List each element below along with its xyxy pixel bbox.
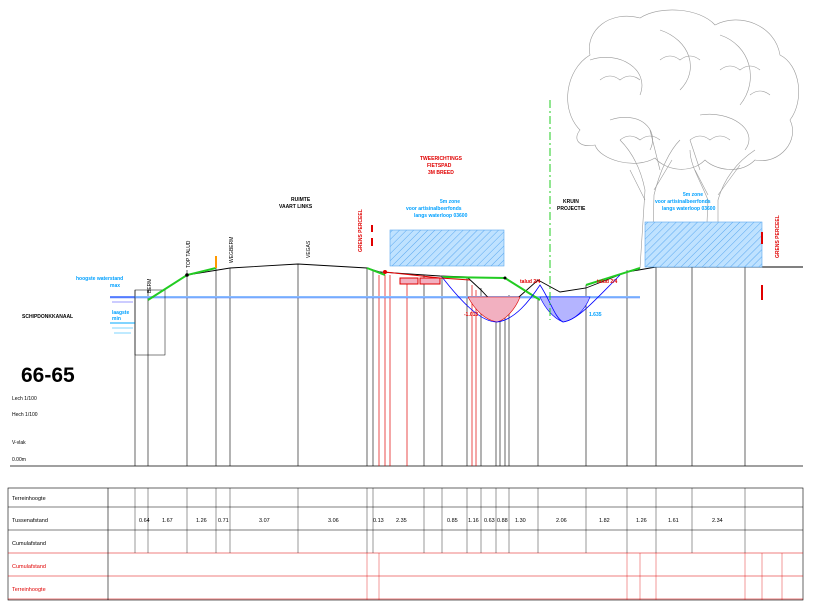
ruimte-label: RUIMTE <box>291 197 311 203</box>
dist-16: 1.26 <box>636 518 647 524</box>
reference-label: V-vlak <box>12 440 26 446</box>
kruin-sub: PROJECTIE <box>557 206 586 212</box>
canal-box <box>134 289 166 356</box>
max-water-value: max <box>110 283 120 289</box>
buffer-right-title: 5m zone <box>683 192 703 198</box>
dist-13: 1.30 <box>515 518 526 524</box>
depth-right-label: 1.635 <box>589 312 602 318</box>
slope-left-label: talud 2/4 <box>520 279 541 285</box>
table-row-label-4: Cumulafstand <box>12 564 46 570</box>
dist-8: 2.35 <box>396 518 407 524</box>
dist-15: 1.82 <box>599 518 610 524</box>
ruimte-sub: VAART LINKS <box>279 204 313 210</box>
min-water-label: laagste <box>112 310 129 316</box>
reference-value: 0.00m <box>12 457 26 463</box>
vertical-label-1: BERM <box>147 279 153 293</box>
table-row-label-5: Terreinhoogte <box>12 587 46 593</box>
dist-17: 1.61 <box>668 518 679 524</box>
proposed-path-red <box>371 225 763 300</box>
red-verticals <box>378 275 477 466</box>
buffer-zone-left <box>389 229 505 267</box>
buffer-left-ref: langs waterloop 03600 <box>414 213 468 219</box>
scale-length: Lech 1/100 <box>12 396 37 402</box>
vertical-label-3: WEGBERM <box>229 237 235 263</box>
max-water-label: hoogste waterstand <box>76 276 123 282</box>
buffer-zone-right <box>644 221 763 268</box>
dist-6: 3.06 <box>328 518 339 524</box>
table-row-label-3: Cumulafstand <box>12 541 46 547</box>
bikepath-width: 3M BREED <box>428 170 454 176</box>
depth-left-label: -1.013 <box>464 312 478 318</box>
canal-label: SCHIPDONKKANAAL <box>22 314 73 320</box>
dist-10: 1.16 <box>468 518 479 524</box>
dist-9: 0.85 <box>447 518 458 524</box>
vertical-label-6: GRENS PERCEEL <box>775 215 781 258</box>
dist-2: 1.67 <box>162 518 173 524</box>
dist-1: 0.64 <box>139 518 150 524</box>
dist-7: 0.13 <box>373 518 384 524</box>
buffer-right-desc: voor artisinalbeerfonds <box>655 199 711 205</box>
buffer-right-ref: langs waterloop 03600 <box>662 206 716 212</box>
min-water-marks <box>110 296 135 334</box>
kruin-label: KRUIN <box>563 199 579 205</box>
ditch-right-water <box>539 296 591 323</box>
dist-3: 1.26 <box>196 518 207 524</box>
bikepath-sub: FIETSPAD <box>427 163 452 169</box>
dist-14: 2.06 <box>556 518 567 524</box>
dist-4: 0.71 <box>218 518 229 524</box>
vertical-label-5: GRENS PERCEEL <box>358 209 364 252</box>
data-table: Terreinhoogte Tussenafstand Cumulafstand… <box>7 487 804 601</box>
buffer-left-desc: voor artisinalbeerfonds <box>406 206 462 212</box>
table-row-label-2: Tussenafstand <box>12 518 48 524</box>
dist-12: 0.88 <box>497 518 508 524</box>
dist-5: 3.07 <box>259 518 270 524</box>
slope-right-label: talud 2/4 <box>597 279 618 285</box>
vertical-label-4: VEGAS <box>306 240 312 258</box>
min-water-value: min <box>112 316 121 322</box>
table-row-label-1: Terreinhoogte <box>12 496 46 502</box>
section-id: 66-65 <box>21 364 75 387</box>
bikepath-title: TWEERICHTINGS <box>420 156 463 162</box>
dist-18: 2.34 <box>712 518 723 524</box>
buffer-left-title: 5m zone <box>440 199 460 205</box>
dist-11: 0.63 <box>484 518 495 524</box>
scale-height: Hech 1/100 <box>12 412 38 418</box>
profile-verticals <box>134 264 746 466</box>
vertical-label-2: TOP TALUD <box>186 240 192 268</box>
